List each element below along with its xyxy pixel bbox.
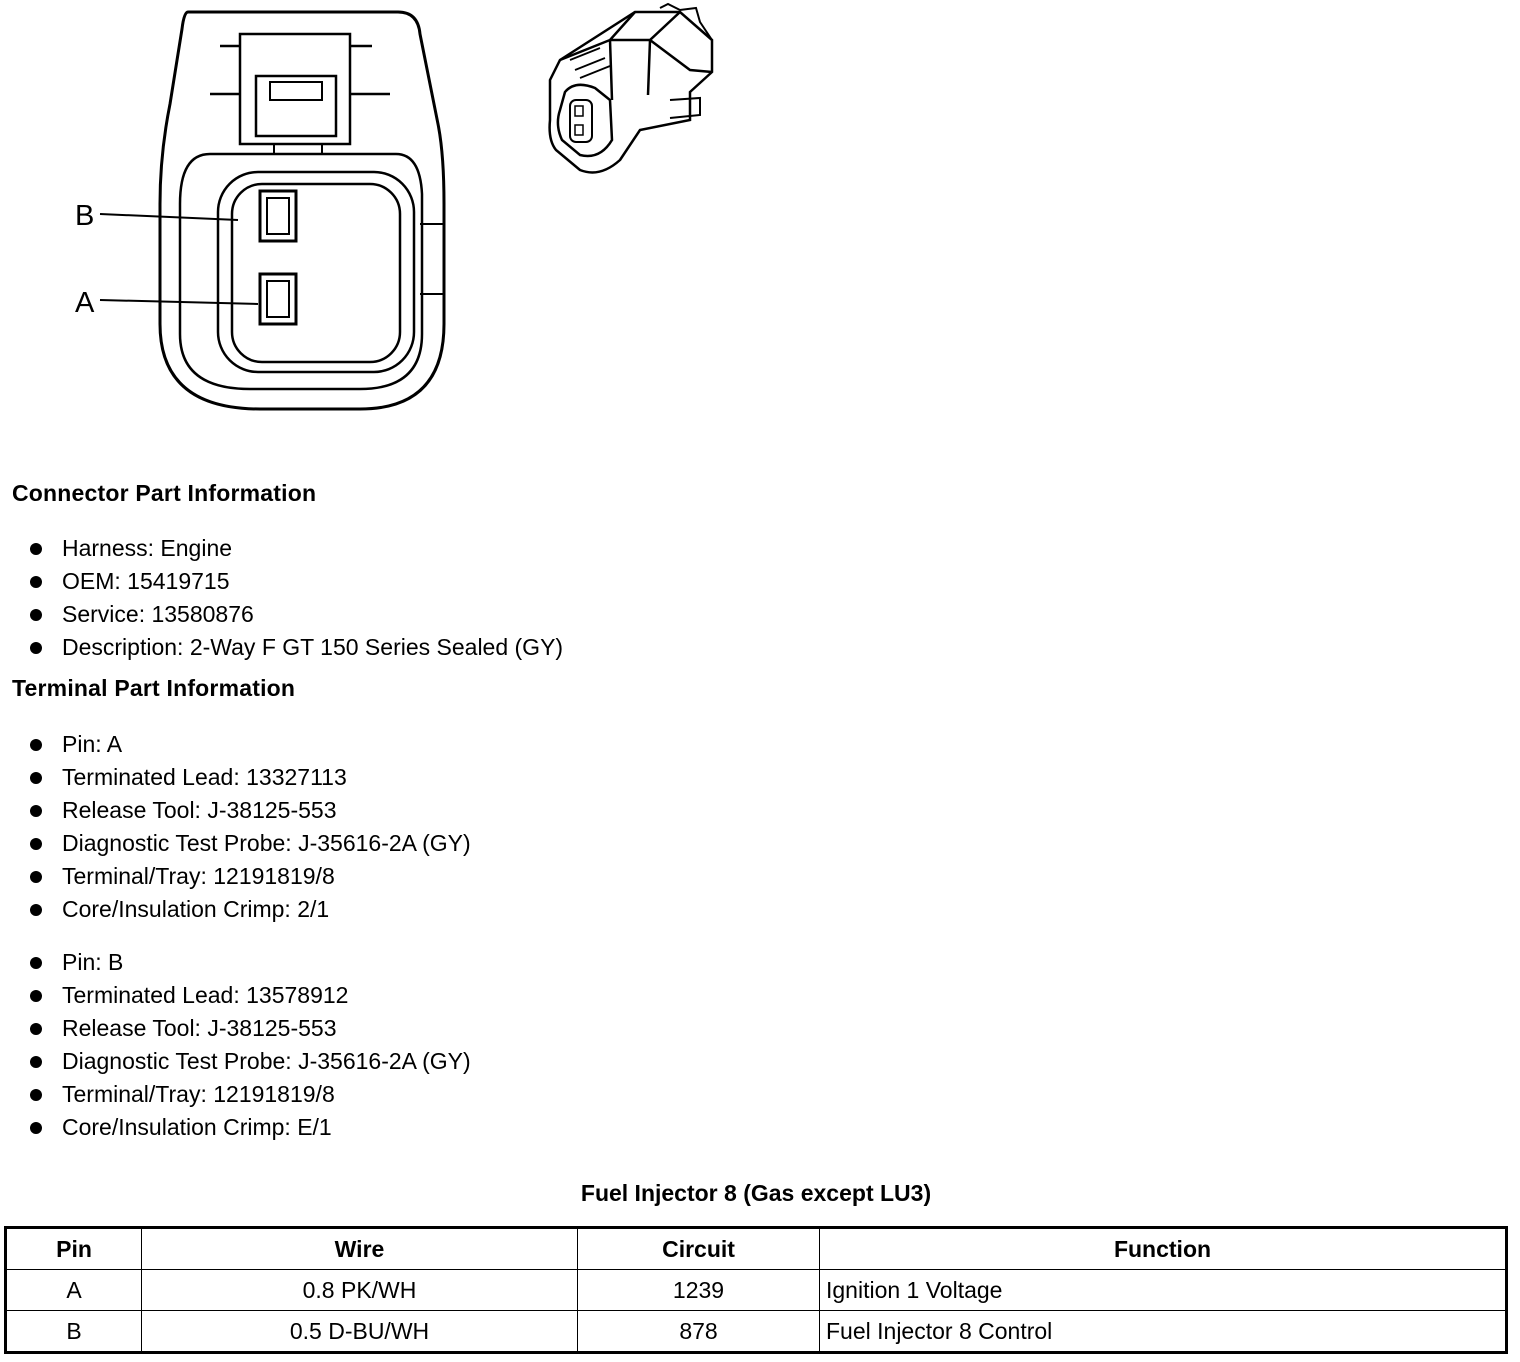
pin-b-leader <box>99 213 239 221</box>
pin-function-table: Pin Wire Circuit Function A 0.8 PK/WH 12… <box>4 1226 1508 1354</box>
cell-function: Ignition 1 Voltage <box>819 1269 1507 1311</box>
list-item: Diagnostic Test Probe: J-35616-2A (GY) <box>30 827 471 860</box>
list-item: Pin: B <box>30 946 471 979</box>
column-header-circuit: Circuit <box>577 1227 820 1270</box>
table-row: B 0.5 D-BU/WH 878 Fuel Injector 8 Contro… <box>5 1310 1507 1353</box>
lock-tab-outer <box>238 32 352 146</box>
list-item: Description: 2-Way F GT 150 Series Seale… <box>30 631 563 664</box>
list-item: Terminated Lead: 13578912 <box>30 979 471 1012</box>
table-title: Fuel Injector 8 (Gas except LU3) <box>580 1180 932 1206</box>
list-item: Diagnostic Test Probe: J-35616-2A (GY) <box>30 1045 471 1078</box>
table-row: A 0.8 PK/WH 1239 Ignition 1 Voltage <box>5 1269 1507 1311</box>
list-item: Service: 13580876 <box>30 598 563 631</box>
pin-b-label: B <box>75 200 94 232</box>
pin-a-terminal <box>258 272 298 326</box>
cell-circuit: 878 <box>577 1310 820 1353</box>
list-item: Core/Insulation Crimp: E/1 <box>30 1111 471 1144</box>
list-item: Terminated Lead: 13327113 <box>30 761 471 794</box>
list-item: Pin: A <box>30 728 471 761</box>
cell-wire: 0.8 PK/WH <box>141 1269 578 1311</box>
pin-b-terminal <box>258 189 298 243</box>
connector-part-info-list: Harness: Engine OEM: 15419715 Service: 1… <box>30 532 563 664</box>
connector-inner-shell <box>178 152 424 391</box>
connector-cavity <box>230 182 402 364</box>
pin-b-terminal-list: Pin: B Terminated Lead: 13578912 Release… <box>30 946 471 1144</box>
connector-face-diagram: B A <box>75 10 446 411</box>
list-item: Harness: Engine <box>30 532 563 565</box>
list-item: Release Tool: J-38125-553 <box>30 794 471 827</box>
lock-tab-inner <box>254 74 338 138</box>
cell-circuit: 1239 <box>577 1269 820 1311</box>
cell-function: Fuel Injector 8 Control <box>819 1310 1507 1353</box>
cell-wire: 0.5 D-BU/WH <box>141 1310 578 1353</box>
connector-part-info-heading: Connector Part Information <box>12 480 317 506</box>
column-header-function: Function <box>819 1227 1507 1270</box>
pin-a-leader <box>99 299 259 305</box>
connector-isometric-diagram <box>548 2 714 174</box>
list-item: Terminal/Tray: 12191819/8 <box>30 860 471 893</box>
list-item: OEM: 15419715 <box>30 565 563 598</box>
pin-a-label: A <box>75 287 95 319</box>
lock-tab-slot <box>269 81 323 101</box>
column-header-pin: Pin <box>5 1227 142 1270</box>
table-header-row: Pin Wire Circuit Function <box>5 1227 1507 1270</box>
cell-pin: A <box>5 1269 142 1311</box>
list-item: Release Tool: J-38125-553 <box>30 1012 471 1045</box>
list-item: Terminal/Tray: 12191819/8 <box>30 1078 471 1111</box>
connector-seal-ring <box>216 170 416 374</box>
cell-pin: B <box>5 1310 142 1353</box>
connector-outer-shell <box>158 10 446 411</box>
list-item: Core/Insulation Crimp: 2/1 <box>30 893 471 926</box>
column-header-wire: Wire <box>141 1227 578 1270</box>
terminal-part-info-heading: Terminal Part Information <box>12 675 296 701</box>
pin-a-terminal-list: Pin: A Terminated Lead: 13327113 Release… <box>30 728 471 926</box>
